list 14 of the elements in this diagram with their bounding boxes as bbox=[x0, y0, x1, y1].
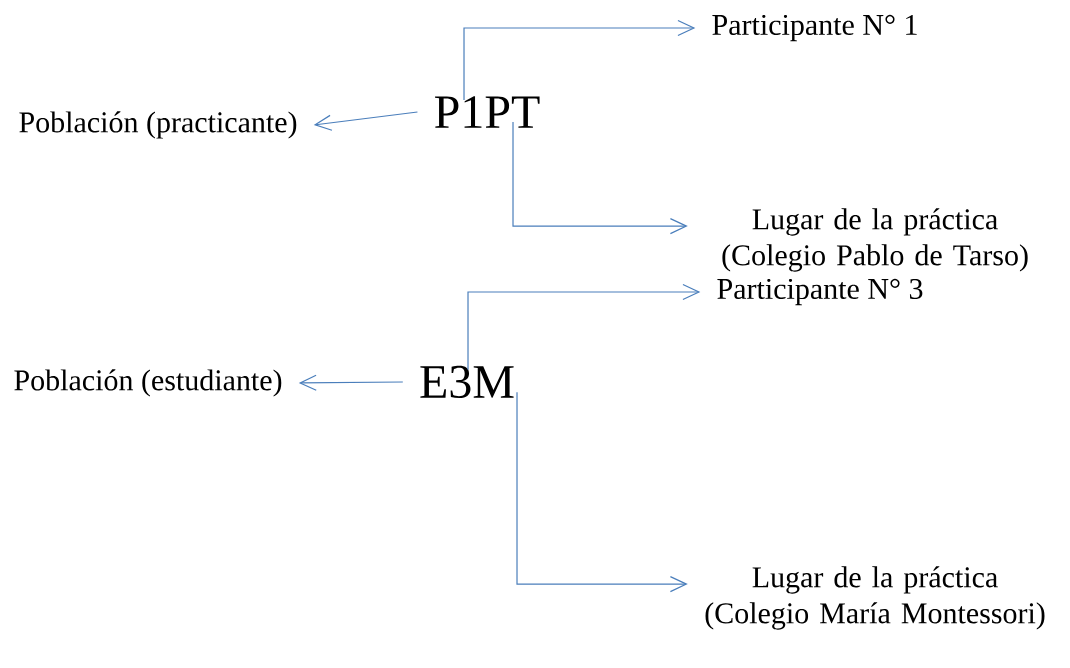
code-text: P1PT bbox=[435, 96, 540, 128]
label-text: Población (estudiante) bbox=[14, 369, 282, 397]
label-text: Participante N° 3 bbox=[717, 278, 923, 306]
label-text: Lugar de la práctica (Colegio María Montessori) bbox=[705, 566, 1045, 630]
arrow bbox=[467, 283, 701, 371]
arrow bbox=[463, 19, 696, 101]
label-text: Población (practicante) bbox=[19, 111, 297, 139]
arrow bbox=[313, 111, 419, 131]
label-text: Participante N° 1 bbox=[712, 14, 917, 42]
label-text: Lugar de la práctica (Colegio Pablo de Tarso) bbox=[722, 208, 1028, 272]
arrow bbox=[516, 391, 688, 593]
code-text: E3M bbox=[420, 365, 514, 399]
arrow bbox=[298, 374, 404, 391]
arrow bbox=[512, 121, 688, 235]
